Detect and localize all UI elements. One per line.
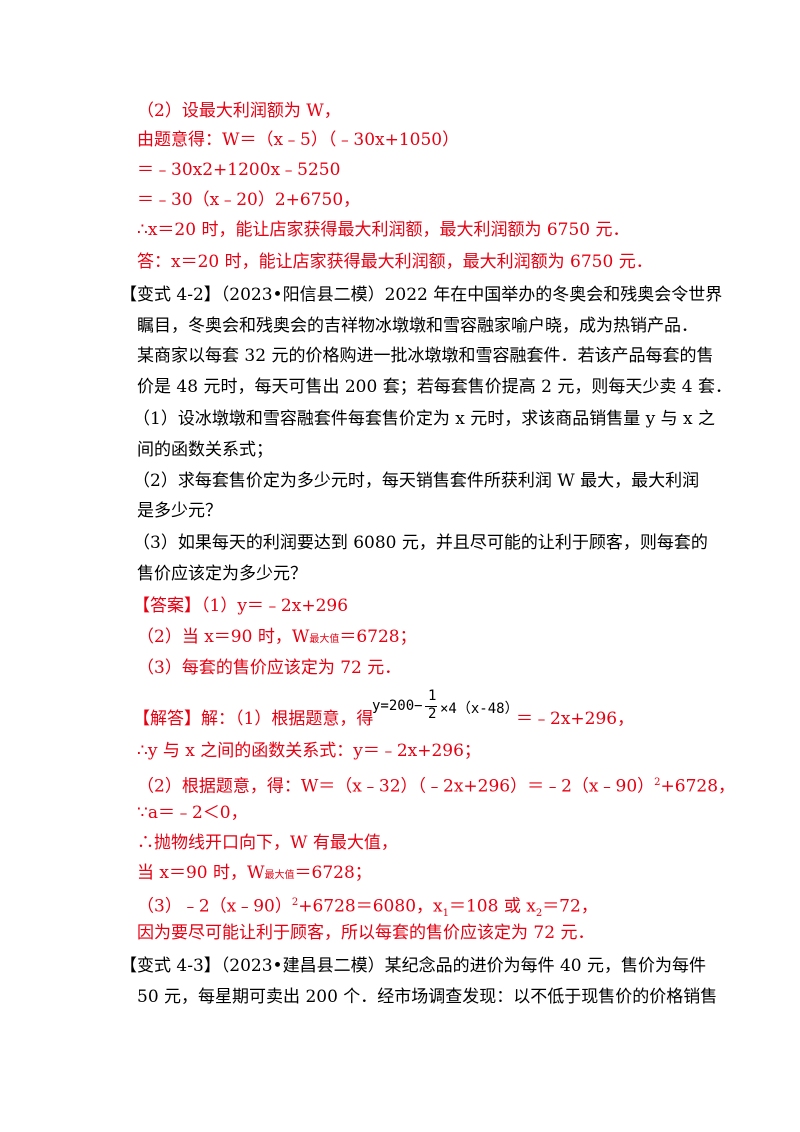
solution-line: 因为要尽可能让利于顾客，所以每套的售价应该定为 72 元．	[137, 923, 595, 943]
superscript: 2	[291, 897, 299, 908]
solution-text: ＝72，	[542, 896, 598, 917]
solution-text: +6728＝6080，x	[298, 896, 443, 917]
answer-text: （2）当 x＝90 时，W	[137, 627, 310, 647]
subscript: 2	[535, 908, 543, 920]
text-line: ∴x＝20 时，能让店家获得最大利润额，最大利润额为 6750 元．	[137, 220, 630, 240]
problem-heading: 【变式 4-3】（2023•建昌县二模）某纪念品的进价为每件 40 元，售价为每…	[120, 956, 707, 976]
text-line: 某商家以每套 32 元的价格购进一批冰墩墩和雪容融套件．若该产品每套的售	[137, 346, 714, 366]
text-line: （3）如果每天的利润要达到 6080 元，并且尽可能的让利于顾客，则每套的	[133, 533, 708, 553]
subscript: 最大值	[309, 634, 340, 645]
text-line: （1）设冰墩墩和雪容融套件每套售价定为 x 元时，求该商品销售量 y 与 x 之	[133, 409, 716, 429]
solution-text: ＝108 或 x	[448, 896, 536, 917]
solution-line: 当 x＝90 时，W最大值＝6728；	[137, 862, 372, 887]
subscript: 最大值	[264, 870, 295, 881]
text-line: 50 元，每星期可卖出 200 个．经市场调查发现：以不低于现售价的价格销售	[137, 987, 718, 1007]
solution-line: ∴抛物线开口向下，W 有最大值，	[137, 833, 398, 853]
solution-text: +6728，	[660, 776, 736, 797]
answer-line: （2）当 x＝90 时，W最大值＝6728；	[137, 626, 417, 651]
solution-line: ∴y 与 x 之间的函数关系式：y＝﹣2x+296；	[137, 741, 481, 761]
formula-text: y=200−	[372, 698, 423, 714]
text-line: 售价应该定为多少元？	[137, 564, 307, 584]
formula-denominator: 2	[428, 706, 437, 722]
solution-text: （3）﹣2（x﹣90）	[137, 896, 292, 917]
solution-line: 【解答】解：（1）根据题意，得	[133, 709, 374, 729]
text-line: 间的函数关系式；	[137, 440, 273, 460]
solution-line: ＝﹣2x+296，	[516, 709, 635, 729]
solution-line: ∵a＝﹣2＜0，	[137, 803, 248, 823]
solution-line: （3）﹣2（x﹣90）2+6728＝6080，x1＝108 或 x2＝72，	[137, 892, 598, 925]
text-line: 是多少元？	[137, 501, 222, 521]
solution-line: （2）根据题意，得：W＝（x﹣32）（﹣2x+296）＝﹣2（x﹣90）2+67…	[137, 772, 735, 798]
text-line: 由题意得：W＝（x﹣5）（﹣30x+1050）	[137, 130, 460, 150]
superscript: 2	[654, 777, 661, 788]
text-line: （2）设最大利润额为 W，	[137, 101, 341, 121]
text-line: ＝﹣30（x﹣20）2+6750，	[137, 190, 361, 210]
fraction-bar	[425, 706, 437, 707]
answer-line: （3）每套的售价应该定为 72 元．	[137, 658, 402, 678]
text-line: 价是 48 元时，每天可售出 200 套；若每套售价提高 2 元，则每天少卖 4…	[137, 377, 732, 397]
answer-text: ＝6728；	[339, 627, 417, 647]
subscript: 1	[442, 908, 449, 920]
text-line: 答：x＝20 时，能让店家获得最大利润额，最大利润额为 6750 元．	[137, 252, 653, 272]
formula-numerator: 1	[428, 688, 437, 704]
text-line: 瞩目，冬奥会和残奥会的吉祥物冰墩墩和雪容融家喻户晓，成为热销产品．	[137, 316, 698, 336]
text-line: ＝﹣30x2+1200x﹣5250	[137, 160, 341, 180]
text-line: （2）求每套售价定为多少元时，每天销售套件所获利润 W 最大，最大利润	[133, 471, 700, 491]
solution-text: ＝6728；	[294, 863, 372, 883]
solution-text: （2）根据题意，得：W＝（x﹣32）（﹣2x+296）＝﹣2（x﹣90）	[137, 776, 655, 797]
formula-text: ×4（x-48）	[440, 701, 519, 717]
answer-line: 【答案】（1）y＝﹣2x+296	[133, 596, 349, 616]
problem-heading: 【变式 4-2】（2023•阳信县二模）2022 年在中国举办的冬奥会和残奥会令…	[120, 285, 723, 305]
solution-text: 当 x＝90 时，W	[137, 863, 265, 883]
